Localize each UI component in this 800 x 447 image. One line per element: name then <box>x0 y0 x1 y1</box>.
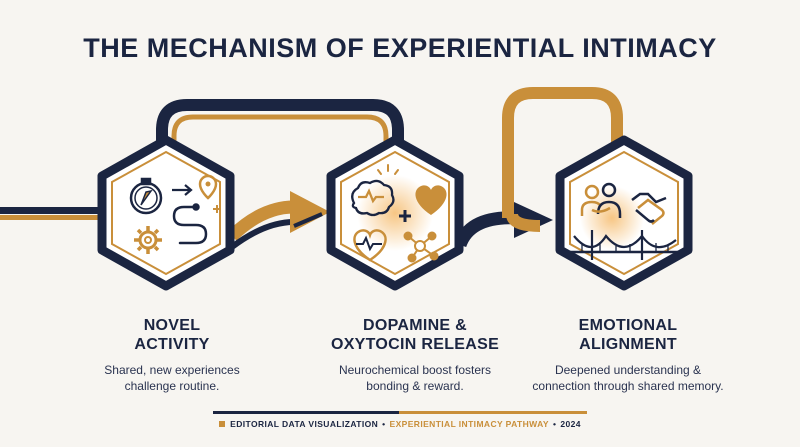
gear-icon <box>134 226 162 254</box>
stage-description-line: challenge routine. <box>124 379 220 393</box>
plus-icon <box>399 210 411 222</box>
molecule-icon <box>403 231 439 263</box>
stage-description-line: Neurochemical boost fosters <box>338 363 492 377</box>
stage-description: Shared, new experiences challenge routin… <box>52 362 292 394</box>
stage-dopamine-oxytocin: DOPAMINE & OXYTOCIN RELEASE Neurochemica… <box>295 316 535 394</box>
sparkle-icon <box>213 205 221 213</box>
stage-description: Deepened understanding & connection thro… <box>508 362 748 394</box>
footer-year: 2024 <box>560 419 581 429</box>
stage-title-line: ACTIVITY <box>134 336 210 353</box>
page-title: THE MECHANISM OF EXPERIENTIAL INTIMACY <box>83 33 717 63</box>
stage-title-line: OXYTOCIN RELEASE <box>330 336 500 353</box>
brain-icon <box>351 179 395 217</box>
incoming-connector <box>0 207 108 220</box>
stage-description-line: connection through shared memory. <box>532 379 724 393</box>
footer-rule-navy <box>213 411 399 414</box>
stage-emotional-alignment: EMOTIONAL ALIGNMENT Deepened understandi… <box>508 316 748 394</box>
sparkle-rays-icon <box>377 164 399 175</box>
handshake-icon <box>631 192 667 225</box>
stage-3-hexagon <box>555 135 693 291</box>
stage-title-line: EMOTIONAL <box>578 317 678 334</box>
footer-label: EDITORIAL DATA VISUALIZATION <box>230 419 379 429</box>
stage-2-hexagon <box>326 135 464 291</box>
stage-1-hexagon <box>97 135 235 291</box>
footer-pathway-label: EXPERIENTIAL INTIMACY PATHWAY <box>389 419 549 429</box>
heart-icon <box>415 185 447 215</box>
stage-title-line: NOVEL <box>143 317 201 334</box>
arrow-connector-1-2 <box>227 191 330 250</box>
footer-rule-gold <box>399 411 587 414</box>
stage-description-line: Deepened understanding & <box>554 363 702 377</box>
footer: EDITORIAL DATA VISUALIZATION•EXPERIENTIA… <box>0 419 800 429</box>
winding-path-icon <box>172 203 208 245</box>
compass-icon <box>129 177 163 215</box>
stage-title: DOPAMINE & OXYTOCIN RELEASE <box>295 316 535 354</box>
location-pin-icon <box>198 174 218 200</box>
arch-connector-1-2 <box>156 99 404 180</box>
stage-title-line: DOPAMINE & <box>362 317 468 334</box>
heartbeat-icon <box>353 229 387 262</box>
stage-description: Neurochemical boost fosters bonding & re… <box>295 362 535 394</box>
small-arrow-icon <box>172 184 193 196</box>
footer-separator: • <box>552 419 557 429</box>
stage-title: NOVEL ACTIVITY <box>52 316 292 354</box>
bridge-icon <box>570 230 680 260</box>
arch-connector-2-3 <box>502 87 623 232</box>
footer-separator: • <box>382 419 386 429</box>
stage-title-line: ALIGNMENT <box>579 336 677 353</box>
stage-title: EMOTIONAL ALIGNMENT <box>508 316 748 354</box>
stage-description-line: bonding & reward. <box>366 379 464 393</box>
footer-square-icon <box>219 421 226 427</box>
stage-novel-activity: NOVEL ACTIVITY Shared, new experiences c… <box>52 316 292 394</box>
stage-description-line: Shared, new experiences <box>104 363 240 377</box>
hug-icon <box>580 182 622 218</box>
